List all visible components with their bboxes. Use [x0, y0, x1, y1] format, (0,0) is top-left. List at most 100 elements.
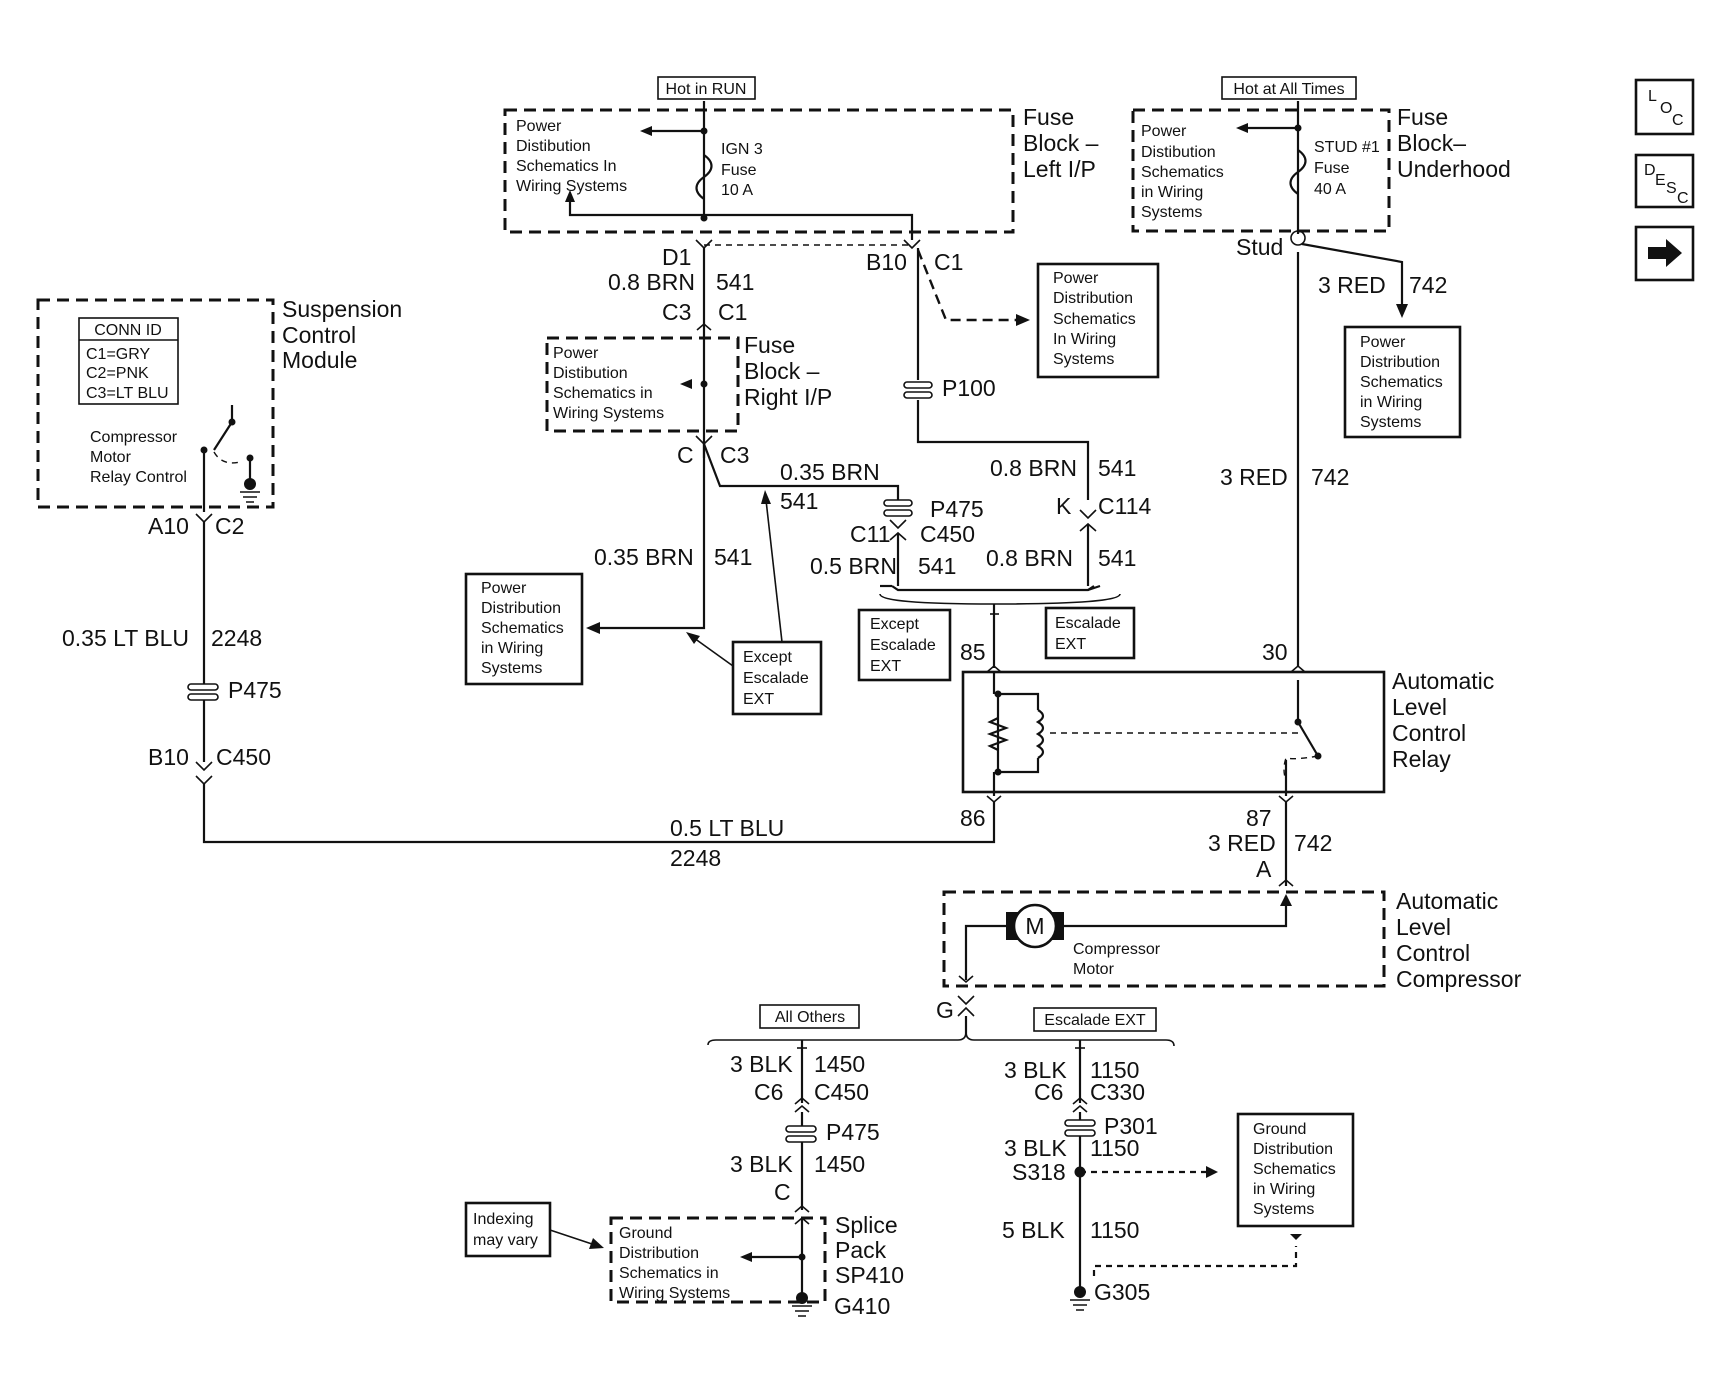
wire-segment	[464, 572, 584, 686]
conn-id-table: CONN ID C1=GRY C2=PNK C3=LT BLU	[78, 317, 179, 405]
wire-segment	[213, 405, 234, 451]
wire-segment	[213, 451, 241, 464]
wire-segment	[1036, 262, 1160, 379]
wire-segment	[765, 499, 783, 643]
wire-label: 5 BLK	[1002, 1217, 1065, 1243]
wire-label: 742	[1311, 464, 1349, 490]
wire-segment	[1343, 325, 1462, 439]
wire-label: 1150	[1090, 1217, 1139, 1243]
wire-segment	[916, 400, 1090, 500]
wire-label: Fuse	[721, 162, 757, 179]
wire-label: EXT	[1055, 636, 1086, 653]
wire-segment	[700, 380, 708, 388]
wire-label: Power	[1141, 123, 1187, 140]
wire-segment	[246, 454, 254, 462]
wire-label: C1	[718, 299, 747, 325]
wire-label: Hot at All Times	[1233, 81, 1344, 98]
wire-segment	[195, 761, 213, 772]
wire-label: C	[677, 442, 694, 468]
next-arrow-button[interactable]	[1634, 225, 1695, 282]
wire-label: 87	[1246, 805, 1272, 831]
fuse-block-left-ip-title: Fuse Block – Left I/P	[1023, 104, 1099, 182]
wire-label: 0.35 BRN	[594, 544, 694, 570]
wire-segment	[700, 214, 708, 222]
fuse-block-underhood-title: Fuse Block– Underhood	[1397, 104, 1511, 182]
wire-label: 2248	[670, 845, 721, 871]
wire-label: 1450	[814, 1051, 865, 1077]
wire-label: 0.8 BRN	[608, 269, 695, 295]
wire-label: Block –	[1023, 130, 1099, 156]
wire-label: Power	[1053, 270, 1099, 287]
wire-label: 40 A	[1314, 181, 1346, 198]
wire-segment	[1016, 314, 1030, 326]
wire-label: 742	[1294, 830, 1332, 856]
wire-segment	[792, 1305, 812, 1317]
wire-label: Distribution	[1053, 290, 1133, 307]
g410-ground-icon	[796, 1292, 808, 1304]
wire-label: P475	[826, 1119, 880, 1145]
wire-segment	[1236, 123, 1248, 133]
wire-segment	[1278, 878, 1294, 887]
wire-segment	[707, 1031, 1175, 1047]
wire-label: Schematics in	[553, 385, 653, 402]
wire-label: Motor	[1073, 961, 1115, 978]
wire-segment	[785, 1125, 817, 1133]
wire-label: Except	[743, 649, 792, 666]
ign3-fuse-symbol	[695, 154, 713, 200]
wire-label: Distribution	[481, 600, 561, 617]
wire-label: C1	[934, 249, 963, 275]
wire-label: C11	[850, 521, 891, 547]
wire-label: Level	[1392, 694, 1447, 720]
wire-label: A10	[148, 513, 189, 539]
wire-label: Relay	[1392, 746, 1451, 772]
wire-label: 3 RED	[1208, 830, 1276, 856]
wire-segment	[549, 1229, 593, 1245]
wire-segment	[1206, 1166, 1218, 1178]
wire-segment	[857, 608, 952, 682]
wire-label: 85	[960, 639, 986, 665]
wire-label: Power	[553, 345, 599, 362]
wire-label: M	[1025, 913, 1044, 939]
wire-label: C	[1677, 190, 1689, 207]
wire-label: Escalade	[743, 670, 809, 687]
compressor-motor-symbol: M	[1006, 903, 1064, 949]
wire-segment	[1297, 721, 1319, 757]
wire-segment	[903, 391, 933, 399]
wire-label: Power	[1360, 334, 1406, 351]
wire-label: K	[1056, 493, 1072, 519]
wire-label: C3=LT BLU	[86, 385, 169, 402]
wire-label: C450	[216, 744, 271, 770]
relay-resistor-symbol	[986, 717, 1010, 751]
wire-label: 3 RED	[1220, 464, 1288, 490]
wire-label: Escalade	[870, 637, 936, 654]
wire-label: in Wiring	[1253, 1181, 1315, 1198]
gds-note-right: Ground Distribution Schematics in Wiring…	[1236, 1112, 1355, 1228]
wire-label: Wiring Systems	[553, 405, 664, 422]
wire-segment	[916, 249, 1020, 322]
wire-label: 541	[714, 544, 752, 570]
wire-label: EXT	[743, 691, 774, 708]
wire-label: C114	[1098, 493, 1151, 519]
wire-label: C	[774, 1179, 791, 1205]
relay-title: Automatic Level Control Relay	[1392, 668, 1494, 772]
wire-label: All Others	[775, 1009, 845, 1026]
wire-segment	[464, 1201, 552, 1258]
fuse-block-left-ip-boundary	[503, 108, 1015, 234]
wire-label: S	[1666, 180, 1677, 197]
wire-label: Distribution	[1253, 1141, 1333, 1158]
wire-segment	[891, 585, 1095, 592]
wire-label: D1	[662, 244, 691, 270]
wire-label: Stud	[1236, 234, 1283, 260]
wire-segment	[202, 784, 996, 844]
loc-button[interactable]: L O C	[1634, 78, 1695, 136]
escalade-ext-note: Escalade EXT	[1044, 606, 1136, 660]
gds-note-splice: Ground Distribution Schematics in Wiring…	[619, 1225, 730, 1302]
wire-label: C1=GRY	[86, 346, 151, 363]
pds-note-right: Power Distribution Schematics in Wiring …	[1343, 325, 1462, 439]
wire-segment	[589, 1238, 604, 1249]
wire-label: SP410	[835, 1262, 904, 1288]
desc-button[interactable]: D E S C	[1634, 153, 1695, 209]
wire-segment	[1283, 755, 1319, 781]
fuse-block-underhood-boundary	[1131, 108, 1391, 233]
